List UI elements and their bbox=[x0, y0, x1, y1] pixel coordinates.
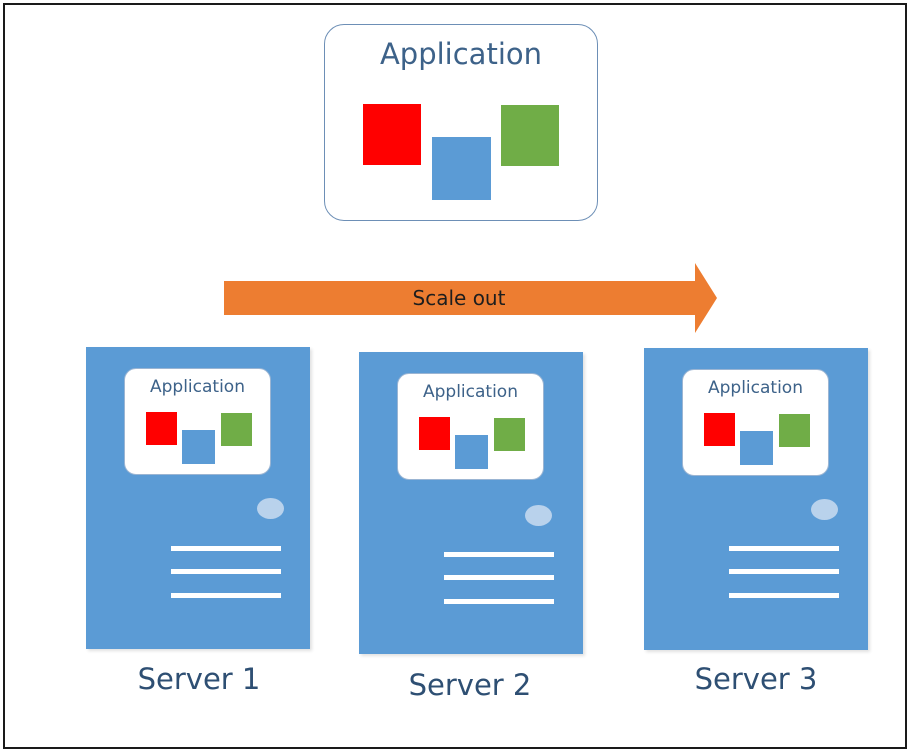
server-1-vent-line bbox=[171, 569, 281, 574]
server-2-vent-line bbox=[444, 599, 554, 604]
server-3-application-title: Application bbox=[708, 378, 803, 398]
blue-block-icon bbox=[740, 431, 773, 465]
server-2-application-title: Application bbox=[423, 382, 518, 402]
top-application-box: Application bbox=[324, 24, 598, 221]
server-1-application-box: Application bbox=[124, 368, 271, 475]
server-3-application-box: Application bbox=[682, 369, 829, 476]
server-2-led-icon bbox=[525, 505, 552, 526]
server-3-vent-line bbox=[729, 569, 839, 574]
green-block-icon bbox=[501, 105, 559, 166]
red-block-icon bbox=[419, 417, 450, 450]
server-3-led-icon bbox=[811, 499, 838, 520]
server-2-application-box: Application bbox=[397, 373, 544, 480]
top-application-title: Application bbox=[379, 37, 543, 71]
server-2-vent-line bbox=[444, 575, 554, 580]
blue-block-icon bbox=[455, 435, 488, 469]
server-1-label: Server 1 bbox=[137, 662, 261, 696]
server-3-vent-line bbox=[729, 546, 839, 551]
server-2-label: Server 2 bbox=[408, 668, 532, 702]
server-3-vent-line bbox=[729, 593, 839, 598]
green-block-icon bbox=[494, 418, 525, 451]
diagram-frame bbox=[3, 3, 907, 749]
blue-block-icon bbox=[182, 430, 215, 464]
scale-out-label: Scale out bbox=[412, 286, 506, 310]
server-2: Application bbox=[359, 352, 583, 654]
green-block-icon bbox=[779, 414, 810, 447]
scale-out-arrow bbox=[224, 263, 717, 333]
red-block-icon bbox=[146, 412, 177, 445]
server-1-led-icon bbox=[257, 498, 284, 519]
server-1-vent-line bbox=[171, 593, 281, 598]
server-3: Application bbox=[644, 348, 868, 650]
green-block-icon bbox=[221, 413, 252, 446]
blue-block-icon bbox=[432, 137, 491, 200]
red-block-icon bbox=[704, 413, 735, 446]
server-2-vent-line bbox=[444, 552, 554, 557]
red-block-icon bbox=[363, 104, 421, 165]
server-1-application-title: Application bbox=[150, 377, 245, 397]
server-1-vent-line bbox=[171, 546, 281, 551]
server-3-label: Server 3 bbox=[694, 662, 818, 696]
server-1: Application bbox=[86, 347, 310, 649]
